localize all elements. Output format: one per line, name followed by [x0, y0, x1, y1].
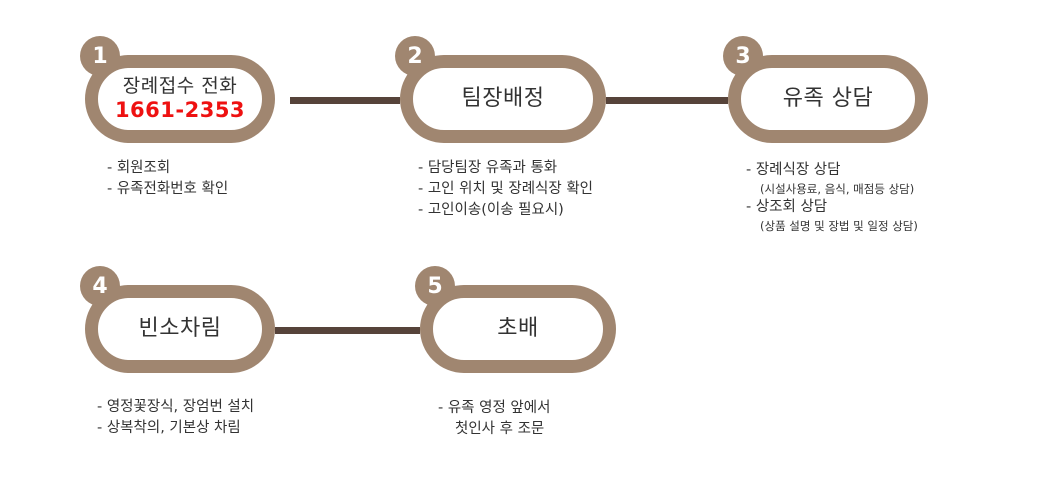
step-4-badge: 4	[80, 266, 120, 306]
step-2-details: - 담당팀장 유족과 통화 - 고인 위치 및 장례식장 확인 - 고인이송(이…	[418, 158, 593, 221]
step-3-title: 유족 상담	[782, 85, 874, 111]
connector-4-5	[275, 327, 420, 334]
step-3-badge: 3	[723, 36, 763, 76]
step-2-detail: - 고인이송(이송 필요시)	[418, 202, 564, 218]
step-5-detail: - 유족 영정 앞에서	[438, 400, 551, 416]
step-5-badge: 5	[415, 266, 455, 306]
step-4-details: - 영정꽃장식, 장엄번 설치 - 상복착의, 기본상 차림	[97, 397, 254, 439]
step-5-details: - 유족 영정 앞에서 첫인사 후 조문	[438, 398, 550, 440]
step-5-detail-cont: 첫인사 후 조문	[455, 421, 545, 437]
step-3-detail: - 상조회 상담	[746, 199, 828, 215]
step-1-detail: - 회원조회	[107, 160, 171, 176]
step-4-title: 빈소차림	[138, 315, 222, 341]
step-4-detail: - 영정꽃장식, 장엄번 설치	[97, 399, 255, 415]
step-5-title: 초배	[497, 315, 539, 341]
step-1-details: - 회원조회 - 유족전화번호 확인	[107, 158, 228, 200]
step-2-detail: - 담당팀장 유족과 통화	[418, 160, 558, 176]
step-1-detail: - 유족전화번호 확인	[107, 181, 229, 197]
connector-1-2	[290, 97, 400, 104]
connector-2-3	[606, 97, 728, 104]
step-2-title: 팀장배정	[461, 85, 545, 111]
step-3-detail: - 장례식장 상담	[746, 162, 841, 178]
step-4-box: 빈소차림	[85, 285, 275, 373]
step-3-detail-note: (시설사용료, 음식, 매점등 상담)	[760, 182, 915, 196]
step-5-box: 초배	[420, 285, 616, 373]
step-1-box: 장례접수 전화 1661-2353	[85, 55, 275, 143]
step-1-phone: 1661-2353	[114, 97, 246, 122]
step-2-box: 팀장배정	[400, 55, 606, 143]
step-4-detail: - 상복착의, 기본상 차림	[97, 420, 241, 436]
step-3-details: - 장례식장 상담 (시설사용료, 음식, 매점등 상담) - 상조회 상담 (…	[746, 160, 918, 234]
step-1-badge: 1	[80, 36, 120, 76]
step-3-detail-note: (상품 설명 및 장법 및 일정 상담)	[760, 219, 918, 233]
step-1-title: 장례접수 전화	[122, 75, 238, 97]
step-2-badge: 2	[395, 36, 435, 76]
step-2-detail: - 고인 위치 및 장례식장 확인	[418, 181, 594, 197]
